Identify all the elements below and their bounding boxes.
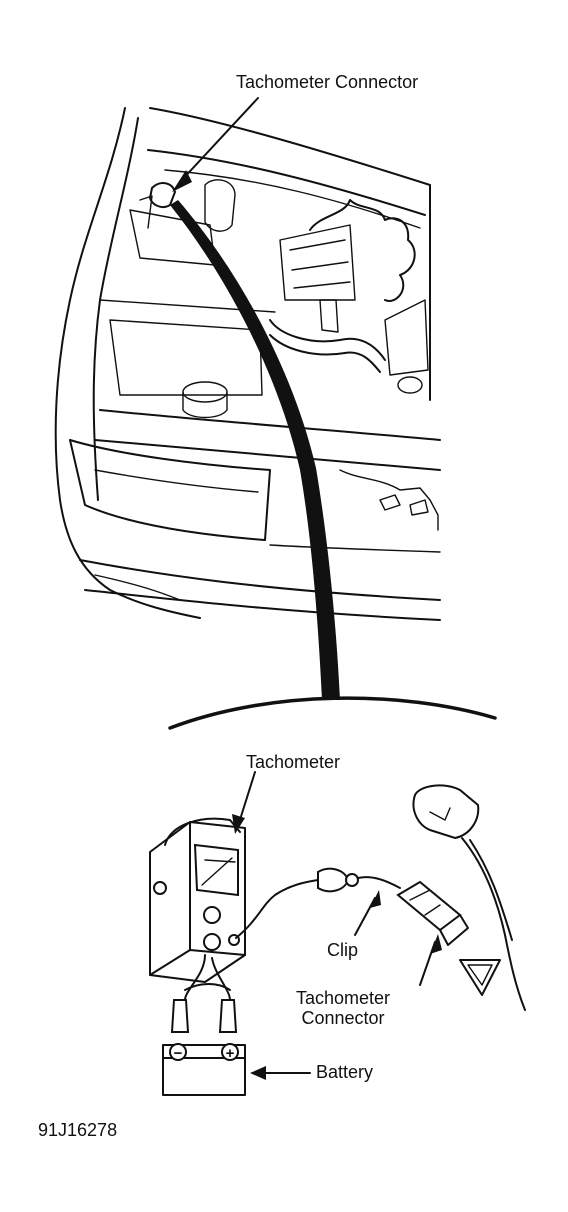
tach-connector-arrow xyxy=(179,97,259,183)
fender-outline xyxy=(54,107,201,619)
harness-loop xyxy=(459,959,501,996)
clip-arrow xyxy=(354,897,376,936)
fluid-cap xyxy=(397,376,423,394)
lower-connector-arrowhead xyxy=(430,934,442,954)
harness-plug-latch xyxy=(429,807,451,821)
bumper-bottom xyxy=(84,589,441,621)
battery-arrowhead xyxy=(250,1066,266,1080)
front-panel-upper xyxy=(94,439,441,471)
grille-edge xyxy=(339,469,439,531)
positive-clip xyxy=(218,999,238,1033)
meter-needle xyxy=(201,857,236,886)
tachometer-edges xyxy=(149,821,246,976)
tach-connector-top xyxy=(149,182,176,208)
tach-connector-arrowhead xyxy=(172,170,192,192)
bumper-molding xyxy=(94,574,181,601)
engine-block xyxy=(279,224,356,301)
intake-plenum xyxy=(309,199,416,302)
clip-jaw xyxy=(345,873,359,887)
label-clip: Clip xyxy=(327,940,359,960)
side-knob xyxy=(153,881,167,895)
harness-wire-a xyxy=(461,837,526,1011)
input-jack xyxy=(203,933,221,951)
engine-fins xyxy=(289,239,351,289)
harness-wire-b xyxy=(469,839,513,941)
callout-lead xyxy=(170,200,340,700)
engine-bay-illustration xyxy=(54,107,441,621)
reservoir xyxy=(204,179,236,232)
grille-slots xyxy=(379,494,429,516)
lower-connector-body xyxy=(396,880,462,932)
label-tachometer-connector-top: Tachometer Connector xyxy=(236,72,419,92)
negative-terminal-glyph: − xyxy=(174,1045,183,1062)
divider-arc xyxy=(168,696,497,730)
hose-upper xyxy=(269,319,386,361)
harness-plug xyxy=(412,784,480,840)
lower-connector-ribs xyxy=(409,889,441,916)
radiator-support xyxy=(99,409,441,441)
label-tachometer: Tachometer xyxy=(246,752,341,772)
radiator-cap xyxy=(182,381,228,403)
airbox xyxy=(109,319,263,396)
range-knob xyxy=(203,906,221,924)
positive-terminal-glyph: + xyxy=(226,1045,235,1062)
negative-clip xyxy=(170,999,190,1033)
lower-connector-side xyxy=(439,914,469,946)
radiator-neck xyxy=(182,391,228,419)
figure-id: 91J16278 xyxy=(38,1120,118,1140)
tachometer-hookup-illustration xyxy=(149,771,526,1096)
tachometer-handle xyxy=(164,817,241,846)
hood-line xyxy=(149,107,431,186)
tachometer-arrowhead xyxy=(232,814,245,834)
label-battery: Battery xyxy=(316,1062,374,1082)
clip-body xyxy=(317,867,350,893)
battery-tray xyxy=(384,299,429,376)
bumper-top xyxy=(79,559,441,601)
hose-lower xyxy=(269,334,381,373)
meter-window xyxy=(193,843,239,897)
label-tachometer-connector-bottom-line2: Connector xyxy=(301,1008,385,1028)
battery-outline xyxy=(162,1044,246,1096)
negative-terminal xyxy=(169,1043,187,1061)
cowl-line xyxy=(147,149,426,216)
connector-lead xyxy=(139,195,153,229)
harness-loop-inner xyxy=(467,964,493,986)
bumper-crease xyxy=(269,544,441,553)
label-tachometer-connector-bottom: Tachometer Connector xyxy=(296,988,390,1028)
clip-wire xyxy=(357,876,401,889)
clip-arrowhead xyxy=(370,890,381,908)
cowl-inner xyxy=(164,169,421,229)
headlamp xyxy=(69,439,271,541)
headlamp-lens-line xyxy=(94,469,259,493)
bracket xyxy=(319,299,339,333)
positive-terminal xyxy=(221,1043,239,1061)
lead-junction xyxy=(184,983,231,991)
label-tachometer-connector-bottom-line1: Tachometer xyxy=(296,988,391,1008)
signal-lead xyxy=(235,879,319,939)
